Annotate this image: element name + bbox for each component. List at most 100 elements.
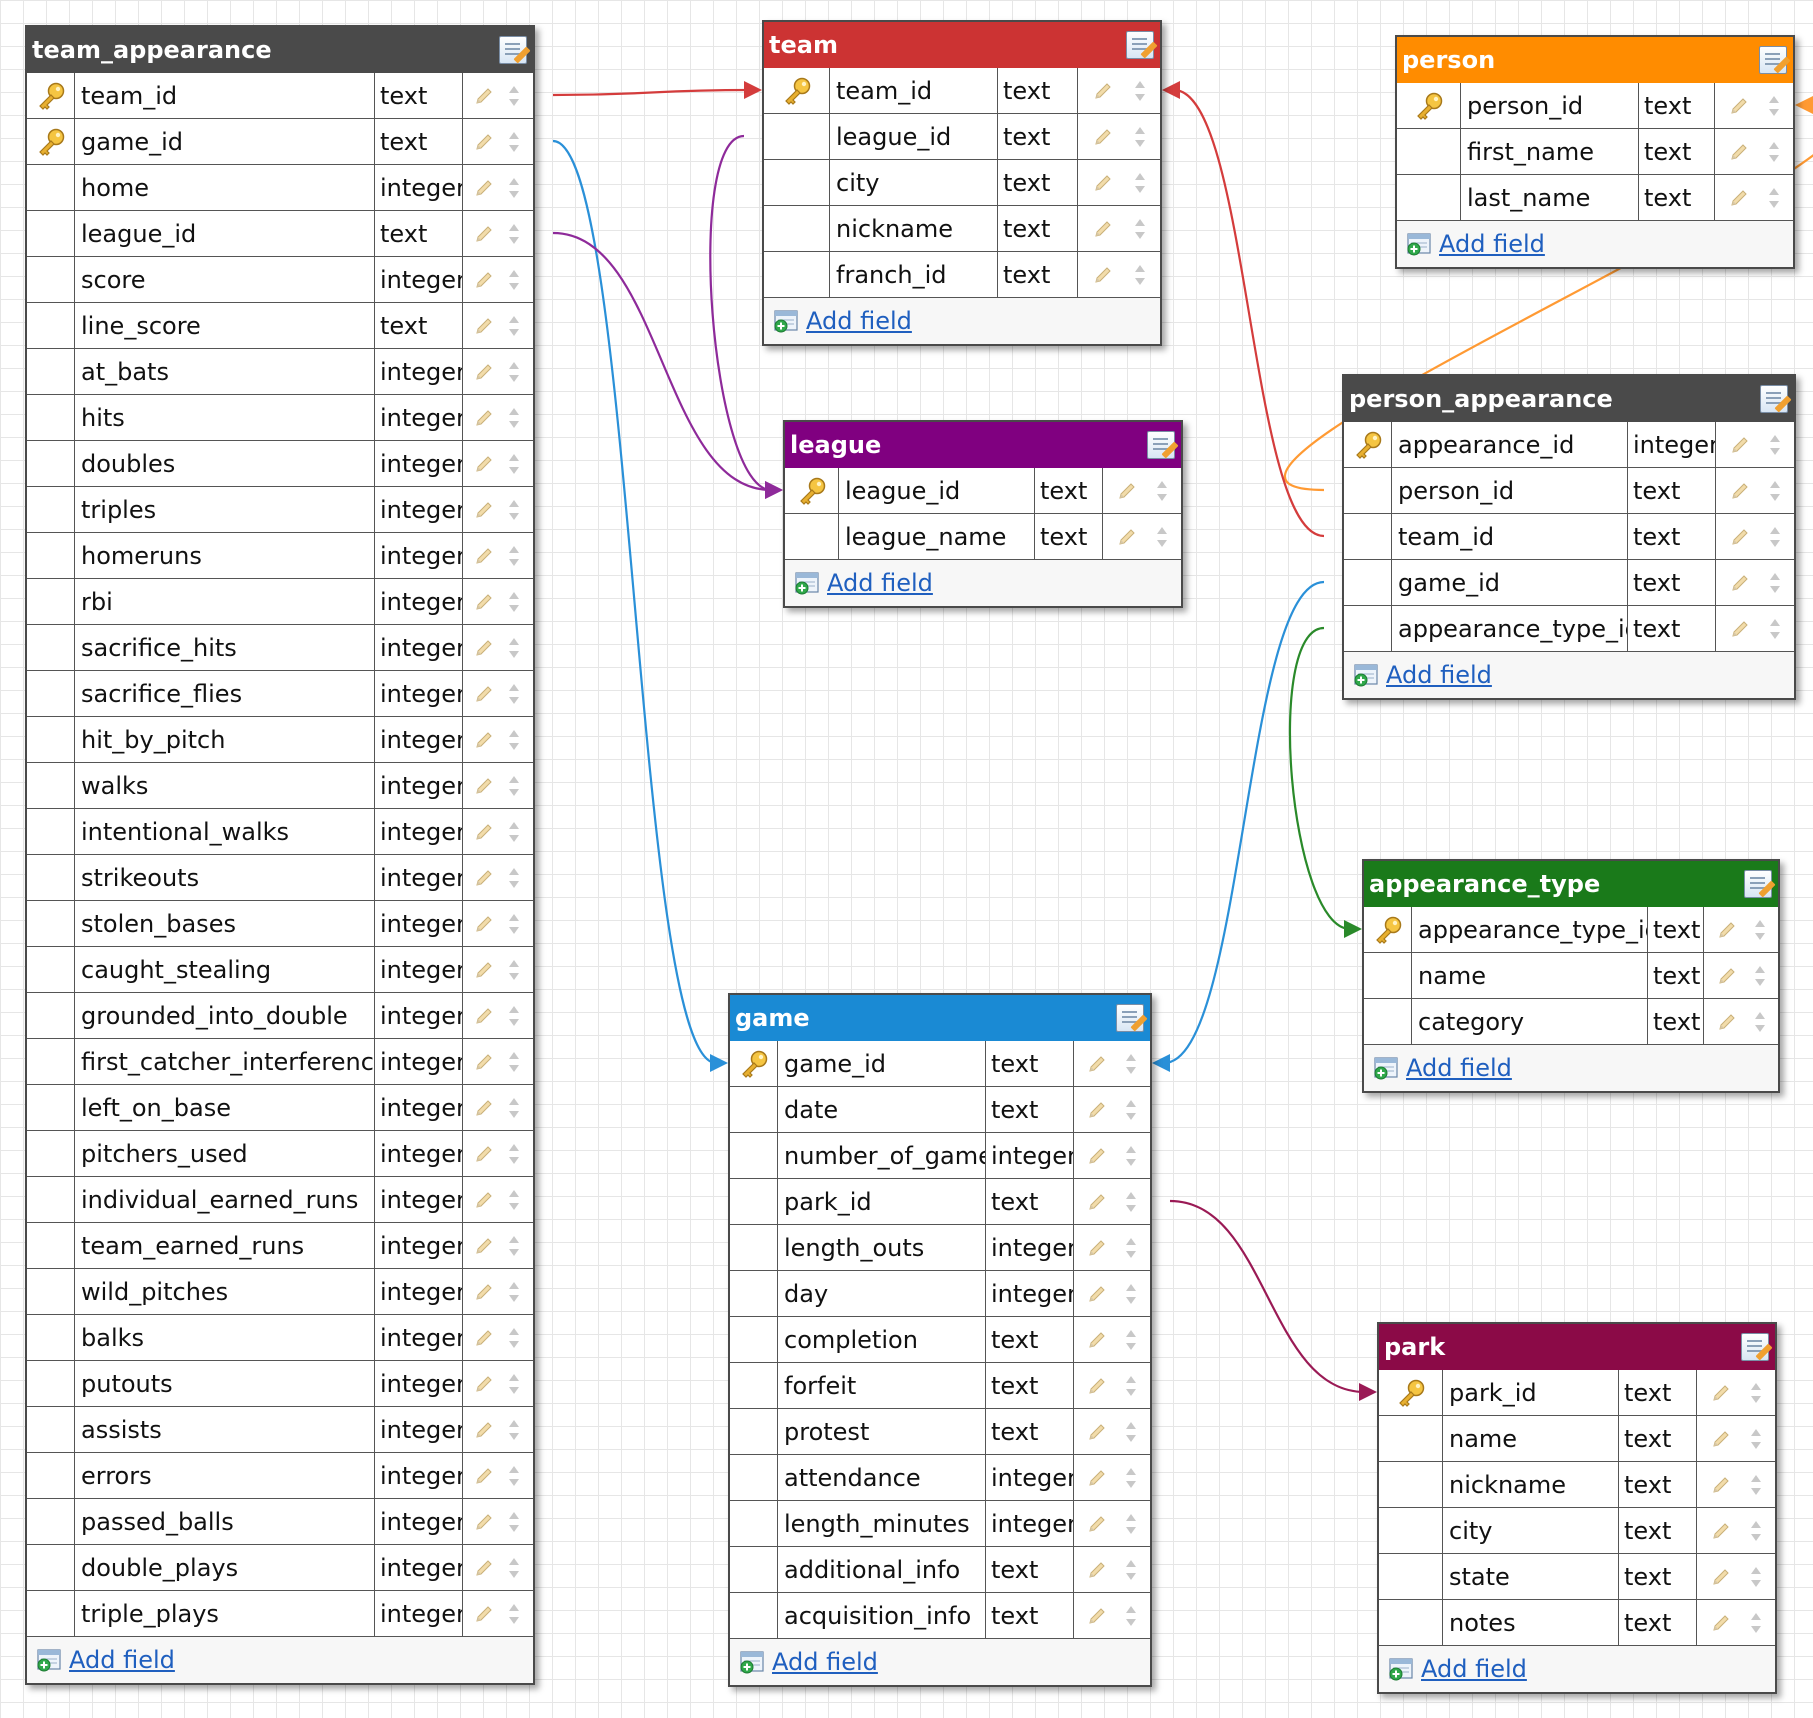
field-name[interactable]: stolen_bases — [75, 901, 375, 946]
reorder-arrows-icon[interactable] — [1749, 1519, 1763, 1543]
field-name[interactable]: at_bats — [75, 349, 375, 394]
field-name[interactable]: completion — [778, 1317, 986, 1362]
reorder-arrows-icon[interactable] — [1124, 1144, 1138, 1168]
pencil-icon[interactable] — [473, 821, 495, 843]
field-type[interactable]: text — [998, 252, 1078, 297]
field-type[interactable]: integer — [375, 671, 463, 716]
field-type[interactable]: integer — [375, 763, 463, 808]
pencil-icon[interactable] — [1729, 618, 1751, 640]
field-row[interactable]: wild_pitches integer — [27, 1269, 533, 1315]
field-name[interactable]: last_name — [1461, 175, 1639, 220]
field-row[interactable]: hit_by_pitch integer — [27, 717, 533, 763]
field-row[interactable]: completion text — [730, 1317, 1150, 1363]
field-type[interactable]: text — [375, 119, 463, 164]
field-name[interactable]: game_id — [778, 1041, 986, 1086]
reorder-arrows-icon[interactable] — [1753, 1010, 1767, 1034]
reorder-arrows-icon[interactable] — [1749, 1427, 1763, 1451]
reorder-arrows-icon[interactable] — [507, 84, 521, 108]
reorder-arrows-icon[interactable] — [507, 1096, 521, 1120]
field-name[interactable]: double_plays — [75, 1545, 375, 1590]
edit-table-icon[interactable] — [1126, 31, 1154, 59]
field-row[interactable]: game_id text — [27, 119, 533, 165]
pencil-icon[interactable] — [473, 1511, 495, 1533]
add-field-link[interactable]: Add field — [1421, 1655, 1527, 1683]
add-field-link[interactable]: Add field — [1439, 230, 1545, 258]
field-name[interactable]: additional_info — [778, 1547, 986, 1592]
field-name[interactable]: park_id — [1443, 1370, 1619, 1415]
reorder-arrows-icon[interactable] — [1155, 479, 1169, 503]
pencil-icon[interactable] — [1092, 126, 1114, 148]
field-name[interactable]: game_id — [1392, 560, 1628, 605]
edit-table-icon[interactable] — [1147, 431, 1175, 459]
field-name[interactable]: league_id — [75, 211, 375, 256]
pencil-icon[interactable] — [473, 913, 495, 935]
field-row[interactable]: appearance_type_id text — [1344, 606, 1794, 652]
field-row[interactable]: stolen_bases integer — [27, 901, 533, 947]
field-name[interactable]: passed_balls — [75, 1499, 375, 1544]
field-row[interactable]: game_id text — [1344, 560, 1794, 606]
reorder-arrows-icon[interactable] — [1749, 1611, 1763, 1635]
pencil-icon[interactable] — [473, 1005, 495, 1027]
field-name[interactable]: intentional_walks — [75, 809, 375, 854]
reorder-arrows-icon[interactable] — [1749, 1381, 1763, 1405]
reorder-arrows-icon[interactable] — [507, 1050, 521, 1074]
field-type[interactable]: integer — [986, 1133, 1074, 1178]
field-name[interactable]: league_name — [839, 514, 1035, 559]
reorder-arrows-icon[interactable] — [1124, 1328, 1138, 1352]
field-type[interactable]: integer — [986, 1455, 1074, 1500]
field-name[interactable]: individual_earned_runs — [75, 1177, 375, 1222]
field-type[interactable]: integer — [986, 1271, 1074, 1316]
reorder-arrows-icon[interactable] — [507, 452, 521, 476]
field-type[interactable]: text — [1035, 468, 1103, 513]
pencil-icon[interactable] — [1086, 1513, 1108, 1535]
pencil-icon[interactable] — [1086, 1053, 1108, 1075]
reorder-arrows-icon[interactable] — [507, 360, 521, 384]
pencil-icon[interactable] — [1716, 965, 1738, 987]
pencil-icon[interactable] — [1116, 526, 1138, 548]
field-name[interactable]: league_id — [830, 114, 998, 159]
reorder-arrows-icon[interactable] — [507, 130, 521, 154]
reorder-arrows-icon[interactable] — [507, 1464, 521, 1488]
field-name[interactable]: park_id — [778, 1179, 986, 1224]
field-row[interactable]: score integer — [27, 257, 533, 303]
pencil-icon[interactable] — [473, 407, 495, 429]
add-field-link[interactable]: Add field — [1406, 1054, 1512, 1082]
edit-table-icon[interactable] — [1741, 1333, 1769, 1361]
pencil-icon[interactable] — [1092, 218, 1114, 240]
reorder-arrows-icon[interactable] — [507, 1234, 521, 1258]
reorder-arrows-icon[interactable] — [1749, 1565, 1763, 1589]
reorder-arrows-icon[interactable] — [507, 682, 521, 706]
field-name[interactable]: triples — [75, 487, 375, 532]
pencil-icon[interactable] — [1728, 95, 1750, 117]
field-row[interactable]: homeruns integer — [27, 533, 533, 579]
field-type[interactable]: text — [986, 1317, 1074, 1362]
reorder-arrows-icon[interactable] — [507, 1188, 521, 1212]
field-row[interactable]: nickname text — [1379, 1462, 1775, 1508]
field-type[interactable]: integer — [375, 1545, 463, 1590]
reorder-arrows-icon[interactable] — [1768, 525, 1782, 549]
reorder-arrows-icon[interactable] — [507, 866, 521, 890]
field-type[interactable]: integer — [375, 1591, 463, 1636]
reorder-arrows-icon[interactable] — [507, 774, 521, 798]
field-row[interactable]: attendance integer — [730, 1455, 1150, 1501]
field-name[interactable]: game_id — [75, 119, 375, 164]
pencil-icon[interactable] — [473, 1373, 495, 1395]
field-row[interactable]: team_id text — [27, 73, 533, 119]
field-type[interactable]: text — [998, 114, 1078, 159]
field-type[interactable]: integer — [375, 487, 463, 532]
field-name[interactable]: sacrifice_flies — [75, 671, 375, 716]
field-type[interactable]: text — [1648, 999, 1704, 1044]
reorder-arrows-icon[interactable] — [1767, 94, 1781, 118]
field-row[interactable]: person_id text — [1344, 468, 1794, 514]
field-name[interactable]: team_id — [1392, 514, 1628, 559]
field-type[interactable]: text — [1619, 1554, 1697, 1599]
field-row[interactable]: triple_plays integer — [27, 1591, 533, 1637]
field-row[interactable]: franch_id text — [764, 252, 1160, 298]
field-row[interactable]: caught_stealing integer — [27, 947, 533, 993]
field-name[interactable]: rbi — [75, 579, 375, 624]
pencil-icon[interactable] — [1086, 1099, 1108, 1121]
table-header[interactable]: game — [730, 995, 1150, 1041]
field-row[interactable]: person_id text — [1397, 83, 1793, 129]
pencil-icon[interactable] — [1710, 1428, 1732, 1450]
field-row[interactable]: putouts integer — [27, 1361, 533, 1407]
